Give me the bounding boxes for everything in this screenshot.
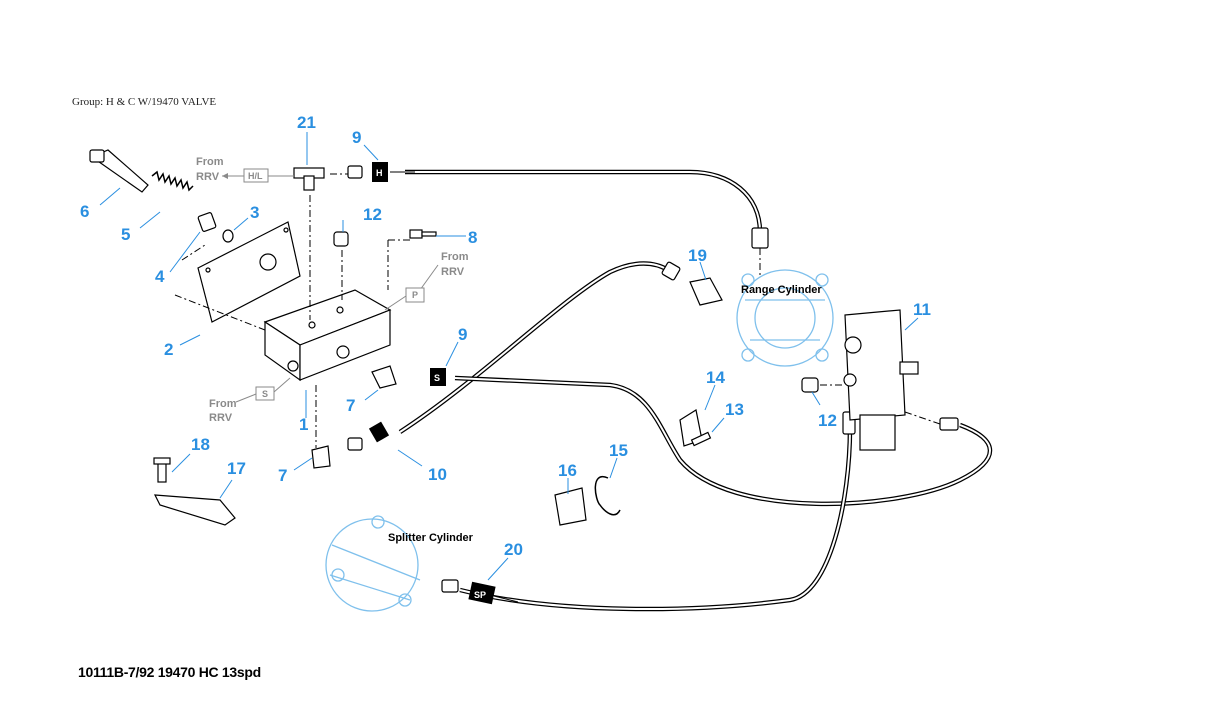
tag-s-upper: S bbox=[430, 368, 446, 386]
o-ring-part bbox=[222, 229, 234, 243]
callout-6[interactable]: 6 bbox=[80, 202, 89, 221]
svg-text:RRV: RRV bbox=[196, 171, 220, 183]
tag-s-lower bbox=[368, 421, 390, 443]
callout-11[interactable]: 11 bbox=[913, 300, 931, 319]
fitting-part-19 bbox=[689, 277, 723, 306]
tag-h: H bbox=[372, 162, 415, 182]
hose-h-line bbox=[405, 169, 763, 233]
callout-numbers: 21 9 6 5 3 4 12 8 2 19 11 9 7 1 14 13 12… bbox=[80, 113, 931, 559]
callout-14[interactable]: 14 bbox=[706, 368, 725, 387]
callout-4[interactable]: 4 bbox=[155, 267, 165, 286]
elbow-lower bbox=[311, 445, 331, 469]
range-cylinder-label: Range Cylinder bbox=[741, 284, 822, 296]
svg-text:H/L: H/L bbox=[248, 171, 263, 181]
svg-text:SP: SP bbox=[474, 590, 486, 600]
callout-15[interactable]: 15 bbox=[609, 441, 628, 460]
bracket-part-16 bbox=[554, 487, 587, 526]
tag-sp: SP bbox=[468, 581, 519, 605]
hook-part-15 bbox=[594, 475, 621, 516]
hose-fittings bbox=[347, 165, 959, 593]
callout-12-upper[interactable]: 12 bbox=[363, 205, 382, 224]
splitter-cylinder-outline bbox=[325, 515, 421, 612]
gasket-plate bbox=[197, 221, 301, 323]
callout-8[interactable]: 8 bbox=[468, 228, 477, 247]
valve-part-11 bbox=[843, 309, 919, 451]
callout-13[interactable]: 13 bbox=[725, 400, 744, 419]
callout-7-upper[interactable]: 7 bbox=[346, 396, 355, 415]
callout-5[interactable]: 5 bbox=[121, 225, 130, 244]
spring-part bbox=[151, 170, 194, 192]
drawing-code: 10111B-7/92 19470 HC 13spd bbox=[78, 664, 261, 680]
callout-19[interactable]: 19 bbox=[688, 246, 707, 265]
alignment-lines bbox=[174, 173, 941, 448]
callout-2[interactable]: 2 bbox=[164, 340, 173, 359]
screw-part-13 bbox=[690, 431, 712, 447]
svg-text:S: S bbox=[262, 389, 268, 399]
leader-lines bbox=[99, 132, 919, 581]
elbow-upper bbox=[371, 365, 397, 389]
callout-21[interactable]: 21 bbox=[297, 113, 316, 132]
splitter-cylinder-label: Splitter Cylinder bbox=[388, 532, 474, 544]
note-from-rrv-s: From RRV S bbox=[209, 377, 291, 424]
svg-text:H: H bbox=[376, 168, 383, 178]
callout-17[interactable]: 17 bbox=[227, 459, 246, 478]
bolt-part-8 bbox=[409, 229, 437, 239]
callout-7-lower[interactable]: 7 bbox=[278, 466, 287, 485]
range-cylinder-outline bbox=[736, 269, 834, 367]
svg-text:RRV: RRV bbox=[209, 412, 233, 424]
plug-part-12b bbox=[801, 377, 819, 393]
valve-body bbox=[263, 289, 392, 382]
callout-12-lower[interactable]: 12 bbox=[818, 411, 837, 430]
group-title: Group: H & C W/19470 VALVE bbox=[72, 96, 217, 108]
callout-9-lower[interactable]: 9 bbox=[458, 325, 467, 344]
callout-9-upper[interactable]: 9 bbox=[352, 128, 361, 147]
svg-text:S: S bbox=[434, 373, 440, 383]
svg-text:From: From bbox=[209, 398, 237, 410]
callout-3[interactable]: 3 bbox=[250, 203, 259, 222]
hose-s-line bbox=[454, 375, 993, 507]
svg-text:From: From bbox=[441, 251, 469, 263]
callout-16[interactable]: 16 bbox=[558, 461, 577, 480]
plug-part-12 bbox=[333, 231, 349, 247]
callout-1[interactable]: 1 bbox=[299, 415, 308, 434]
svg-text:From: From bbox=[196, 156, 224, 168]
note-from-rrv-hl: From RRV H/L bbox=[196, 156, 294, 183]
tee-fitting bbox=[293, 167, 325, 191]
bolt-part-18 bbox=[153, 457, 171, 483]
note-from-rrv-p: From RRV P bbox=[384, 251, 469, 311]
bracket-part-17 bbox=[153, 494, 236, 526]
svg-text:P: P bbox=[412, 290, 418, 300]
callout-18[interactable]: 18 bbox=[191, 435, 210, 454]
callout-20[interactable]: 20 bbox=[504, 540, 523, 559]
plunger-part bbox=[89, 149, 149, 193]
callout-10[interactable]: 10 bbox=[428, 465, 447, 484]
hose-sp-line bbox=[459, 427, 853, 612]
cap-part bbox=[197, 212, 217, 232]
hose-upper-s-line bbox=[398, 261, 670, 434]
svg-text:RRV: RRV bbox=[441, 266, 465, 278]
